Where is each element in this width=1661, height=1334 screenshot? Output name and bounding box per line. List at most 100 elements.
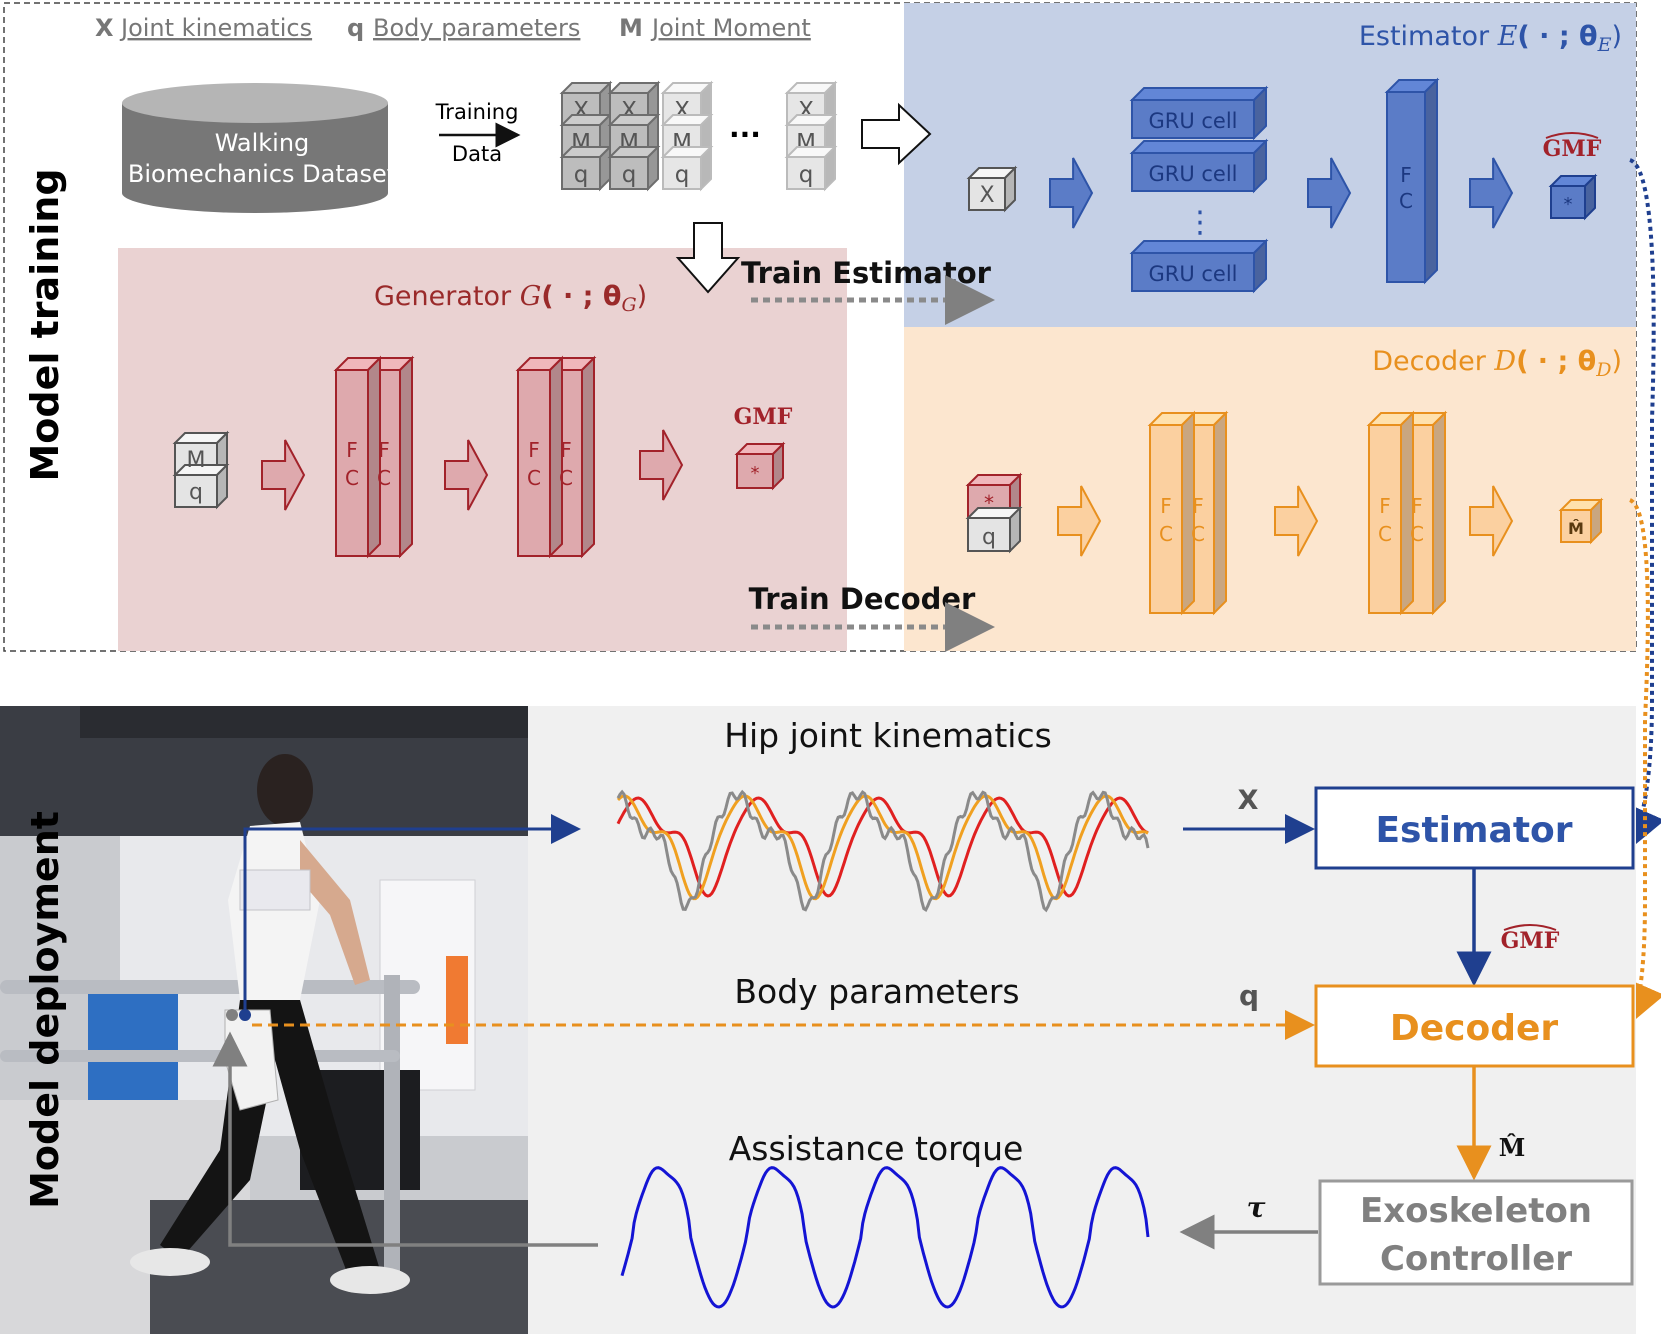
decoder-title-close: ) [1611, 346, 1622, 377]
dataset-label-2: Biomechanics Dataset [128, 160, 396, 188]
hip-signal-arrow [243, 814, 581, 1015]
decoder-title: Decoder D( · ; θD) [1372, 346, 1622, 381]
generator-fc-2-f-0: F [528, 438, 540, 462]
estimator-title: Estimator E( · ; θE) [1359, 21, 1622, 56]
deploy-controller-label-1: Exoskeleton [1360, 1191, 1592, 1231]
gru-cell-0-top [1129, 87, 1269, 101]
decoder-input-bottom-front [967, 517, 1011, 552]
generator-title-args: ( · ; θ [541, 281, 621, 312]
legend: X Joint kinematics q Body parameters M J… [95, 14, 811, 42]
estimator-fc-layer-front [1386, 91, 1426, 283]
decoder-arrow-2 [1274, 485, 1319, 557]
decoder-deploy-link [1627, 498, 1661, 1024]
train-decoder-label: Train Decoder [749, 582, 976, 616]
stack-1-label-2: q [622, 162, 637, 188]
estimator-fc-layer [1384, 77, 1440, 285]
decoder-fc-2-left-front [1368, 424, 1402, 614]
estimator-input-cube-front [968, 177, 1006, 211]
estimator-fc-c: C [1399, 189, 1413, 213]
training-data-label-1: Training [435, 100, 519, 124]
hip-wave-gray [616, 789, 1150, 913]
generator-panel [118, 248, 847, 651]
decoder-title-args: ( · ; θ [1516, 346, 1596, 377]
generator-fc-2-c-1: C [559, 466, 573, 490]
stack-3-cell-2-front [786, 156, 826, 190]
gru-label-2: GRU cell [1148, 262, 1237, 286]
estimator-gru-vdots: ⋮ [1185, 205, 1215, 240]
estimator-title-close: ) [1611, 21, 1622, 52]
stack-0-label-2: q [574, 162, 589, 188]
estimator-fc-f: F [1400, 163, 1412, 187]
generator-fc-2-c-0: C [527, 466, 541, 490]
estimator-title-prefix: Estimator [1359, 21, 1498, 52]
generator-arrow-2 [444, 439, 489, 511]
hip-kinematics-title: Hip joint kinematics [724, 716, 1052, 755]
deploy-x-label: X [1238, 785, 1259, 816]
estimator-output-symbol: * [1564, 194, 1573, 215]
generator-fc-1-right-side [399, 355, 413, 559]
gru-cell-1-top [1129, 140, 1269, 154]
generator-fc-1-left [333, 355, 383, 559]
decoder-fc-1-f-1: F [1192, 494, 1204, 518]
generator-input-bottom-label: q [189, 480, 203, 505]
legend-m-symbol: M [619, 14, 643, 42]
torque-feedback-arrow [212, 1031, 598, 1247]
generator-fc-1-f-1: F [378, 438, 390, 462]
decoder-fc-2-c-0: C [1378, 522, 1392, 546]
walking-subject-photo [0, 706, 528, 1334]
dataset-cylinder-icon: Walking Biomechanics Dataset [122, 83, 396, 213]
generator-arrow-1 [261, 439, 306, 511]
decoder-fc-2-left [1366, 410, 1416, 616]
estimator-title-func: E [1497, 21, 1518, 52]
stack-1-cell-2-front [609, 156, 649, 190]
stacks-ellipsis: ··· [729, 118, 761, 151]
model-deployment-label: Model deployment [23, 811, 67, 1209]
generator-output-label: GMF [734, 404, 793, 430]
estimator-title-args: ( · ; θ [1517, 21, 1597, 52]
generator-fc-1-c-1: C [377, 466, 391, 490]
deploy-gmf-hat [1503, 924, 1557, 931]
decoder-input-bottom [965, 505, 1023, 554]
generator-title-sub: G [621, 294, 636, 316]
stack-2-cell-2 [660, 144, 714, 192]
decoder-fc-1-c-1: C [1191, 522, 1205, 546]
deploy-estimator-label: Estimator [1375, 810, 1572, 851]
deploy-gmf-label: GMF [1501, 928, 1560, 954]
legend-m-text: Joint Moment [650, 14, 811, 42]
svg-text:Decoder D( · ; θD): Decoder D( · ; θD) [1372, 346, 1622, 381]
decoder-fc-2-right-side [1432, 410, 1446, 616]
deploy-decoder-box [1314, 984, 1635, 1068]
stack-2-cell-2-front [662, 156, 702, 190]
decoder-input-top-label: * [984, 491, 994, 515]
stack-2-label-2: q [675, 162, 690, 188]
gru-cell-1-front [1131, 152, 1255, 192]
gru-label-1: GRU cell [1148, 162, 1237, 186]
decoder-arrow-1 [1057, 485, 1102, 557]
deploy-m-hat-label: M̂ [1499, 1133, 1526, 1162]
estimator-output-hat [1545, 132, 1599, 139]
generator-title-prefix: Generator [374, 281, 520, 312]
estimator-output-cube-front [1550, 185, 1586, 219]
model-training-label: Model training [23, 168, 67, 481]
legend-q-text: Body parameters [373, 14, 580, 42]
estimator-output-label: GMF [1543, 136, 1602, 162]
deploy-tau-label: τ [1247, 1191, 1266, 1224]
generator-title-close: ) [637, 281, 648, 312]
hip-wave-orange [616, 794, 1149, 901]
decoder-fc-1-right-side [1213, 410, 1227, 616]
decoder-panel [904, 327, 1636, 651]
estimator-input-cube [966, 165, 1018, 213]
stack-1-cell-2 [607, 144, 661, 192]
body-parameters-title: Body parameters [734, 972, 1019, 1011]
generator-title-func: G [520, 281, 542, 312]
gru-cell-0 [1129, 85, 1269, 141]
deploy-controller-box [1318, 1179, 1634, 1286]
generator-fc-2-right-side [581, 355, 595, 559]
estimator-output-cube [1548, 173, 1598, 221]
decoder-fc-1-c-0: C [1159, 522, 1173, 546]
